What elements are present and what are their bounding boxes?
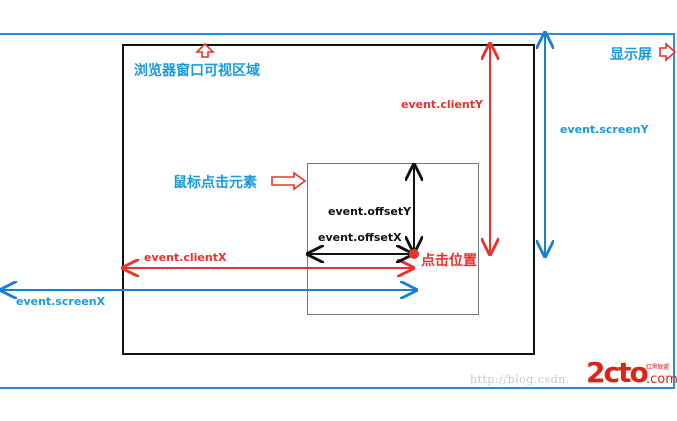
screen-x-label: event.screenX: [16, 295, 106, 308]
screen-pointer-arrow: [659, 42, 677, 62]
viewport-pointer-arrow: [195, 42, 215, 58]
mouse-click-element-label: 鼠标点击元素: [173, 175, 257, 191]
browser-viewport-frame: [122, 44, 535, 355]
logo-main-text: 2cto: [586, 356, 649, 389]
browser-viewport-label: 浏览器窗口可视区域: [134, 63, 260, 79]
clicked-element-box: [307, 163, 479, 315]
watermark-url: http://blog.csdn.: [470, 373, 570, 386]
display-screen-frame: [0, 33, 675, 389]
logo-suffix-text: .com: [646, 372, 677, 387]
offset-x-label: event.offsetX: [318, 231, 402, 244]
click-point-dot: [409, 249, 419, 259]
offset-y-label: event.offsetY: [328, 205, 412, 218]
element-pointer-arrow: [271, 171, 307, 191]
display-screen-label: 显示屏: [610, 47, 652, 63]
client-x-label: event.clientX: [144, 251, 227, 264]
site-logo: 2cto 红黑联盟 .com: [586, 356, 677, 390]
logo-small-text: 红黑联盟: [646, 364, 669, 371]
click-position-label: 点击位置: [421, 253, 477, 269]
screen-y-label: event.screenY: [560, 123, 649, 136]
client-y-label: event.clientY: [401, 98, 483, 111]
